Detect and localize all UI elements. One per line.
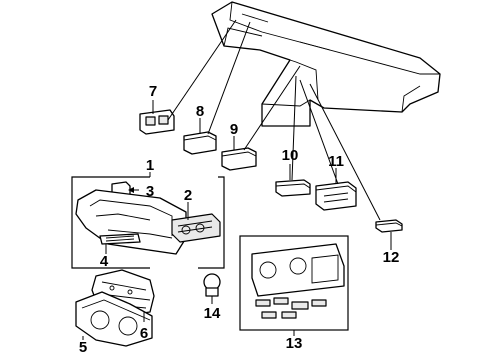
control-unit-11 [315,181,357,211]
callout-9: 9 [230,121,238,138]
leader-lines [82,19,392,340]
cluster-bezel [75,189,187,255]
switch-12 [375,219,403,233]
callout-6: 6 [140,325,148,342]
callout-11: 11 [328,153,344,170]
heater-control-13 [251,243,345,319]
switch-assembly-7 [139,109,175,135]
module-10 [275,179,311,197]
callout-14: 14 [204,305,221,322]
lens-strip-4 [99,233,141,245]
instrument-panel [211,1,441,127]
gauge-cluster-5 [75,291,153,347]
callout-5: 5 [79,339,87,356]
callout-12: 12 [383,249,400,266]
callout-4: 4 [100,253,109,270]
callout-2: 2 [184,187,192,204]
callout-1: 1 [146,157,154,174]
bulb-14 [203,273,221,297]
module-9 [221,147,257,171]
callout-3: 3 [146,183,154,200]
meter-assembly-2 [171,213,221,243]
callout-8: 8 [196,103,204,120]
callout-10: 10 [282,147,299,164]
cluster-group-frame [71,172,225,269]
callout-13: 13 [286,335,303,352]
module-8 [183,131,217,155]
callout-7: 7 [149,83,157,100]
